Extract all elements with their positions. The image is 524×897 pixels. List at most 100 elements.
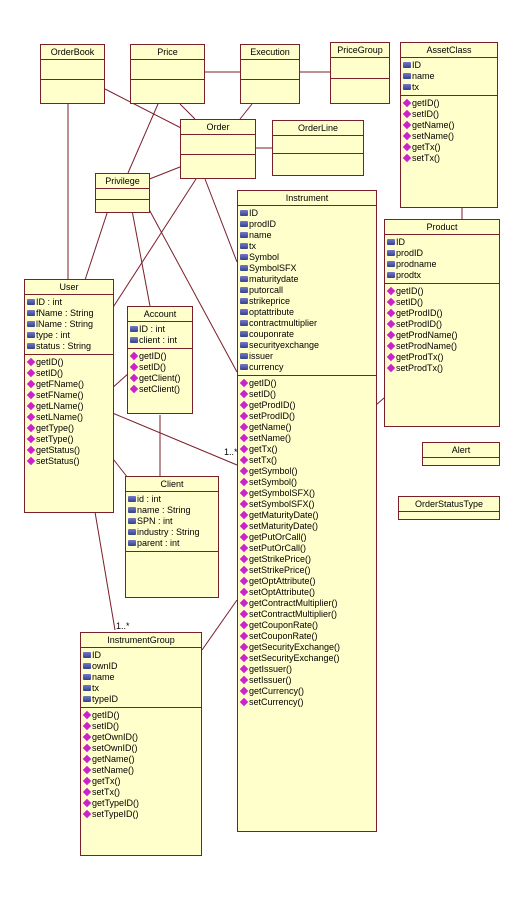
attribute-row: typeID bbox=[83, 694, 201, 705]
operation-row: setID() bbox=[402, 109, 497, 120]
attribute-text: prodID bbox=[249, 219, 277, 229]
attribute-icon bbox=[27, 320, 35, 327]
attribute-text: ID bbox=[412, 60, 421, 70]
assoc-privilege-instrument bbox=[137, 188, 238, 373]
operation-text: setTypeID() bbox=[92, 809, 139, 819]
class-name: Product bbox=[385, 220, 499, 235]
attribute-row: SPN : int bbox=[128, 516, 218, 527]
operation-text: setID() bbox=[396, 297, 423, 307]
operation-row: getProdID() bbox=[386, 308, 499, 319]
operation-row: getStrikePrice() bbox=[239, 554, 376, 565]
class-name: OrderLine bbox=[273, 121, 363, 136]
operation-text: setSymbol() bbox=[249, 477, 298, 487]
class-pricegroup[interactable]: PriceGroup bbox=[330, 42, 390, 104]
operation-row: setID() bbox=[386, 297, 499, 308]
attribute-text: putorcall bbox=[249, 285, 284, 295]
assoc-instrumentgroup-instrument bbox=[201, 599, 238, 651]
operation-row: setName() bbox=[82, 765, 201, 776]
assoc-order-privilege bbox=[146, 164, 186, 181]
attribute-row: parent : int bbox=[128, 538, 218, 549]
class-privilege[interactable]: Privilege bbox=[95, 173, 150, 213]
class-name: AssetClass bbox=[401, 43, 497, 58]
attribute-row: status : String bbox=[27, 341, 113, 352]
operation-icon bbox=[239, 499, 249, 508]
operation-text: getCouponRate() bbox=[249, 620, 319, 630]
class-execution[interactable]: Execution bbox=[240, 44, 300, 104]
operation-row: setName() bbox=[402, 131, 497, 142]
attribute-icon bbox=[128, 528, 136, 535]
attribute-text: id : int bbox=[137, 494, 162, 504]
operation-text: setName() bbox=[92, 765, 135, 775]
class-orderline[interactable]: OrderLine bbox=[272, 120, 364, 176]
operation-icon bbox=[82, 710, 92, 719]
operation-section: getID()setID()getOwnID()setOwnID()getNam… bbox=[81, 708, 201, 822]
attribute-icon bbox=[240, 242, 248, 249]
operation-icon bbox=[26, 412, 36, 421]
class-orderbook[interactable]: OrderBook bbox=[40, 44, 105, 104]
operation-row: setID() bbox=[239, 389, 376, 400]
operation-row: getID() bbox=[129, 351, 192, 362]
operation-text: setStatus() bbox=[36, 456, 80, 466]
operation-row: setTx() bbox=[82, 787, 201, 798]
operation-row: setContractMultiplier() bbox=[239, 609, 376, 620]
attribute-row: optattribute bbox=[240, 307, 376, 318]
operation-row: setCouponRate() bbox=[239, 631, 376, 642]
operation-icon bbox=[82, 787, 92, 796]
attribute-row: client : int bbox=[130, 335, 192, 346]
attribute-icon bbox=[83, 673, 91, 680]
attribute-icon bbox=[387, 271, 395, 278]
operation-row: getLName() bbox=[26, 401, 113, 412]
operation-icon bbox=[82, 809, 92, 818]
operation-icon bbox=[239, 378, 249, 387]
operation-text: getFName() bbox=[36, 379, 85, 389]
operation-section bbox=[181, 155, 255, 159]
operation-text: setProdID() bbox=[396, 319, 443, 329]
operation-text: setID() bbox=[92, 721, 119, 731]
operation-text: getTx() bbox=[92, 776, 121, 786]
operation-text: getIssuer() bbox=[249, 664, 293, 674]
operation-row: setTx() bbox=[239, 455, 376, 466]
operation-icon bbox=[239, 697, 249, 706]
attribute-text: name : String bbox=[137, 505, 191, 515]
class-alert[interactable]: Alert bbox=[422, 442, 500, 466]
operation-section bbox=[96, 200, 149, 204]
attribute-icon bbox=[240, 209, 248, 216]
operation-text: setIssuer() bbox=[249, 675, 292, 685]
attribute-row: strikeprice bbox=[240, 296, 376, 307]
operation-icon bbox=[82, 721, 92, 730]
operation-section: getID()setID()getProdID()setProdID()getP… bbox=[385, 284, 499, 376]
operation-row: setProdID() bbox=[386, 319, 499, 330]
operation-row: getID() bbox=[386, 286, 499, 297]
attribute-row: ownID bbox=[83, 661, 201, 672]
attribute-icon bbox=[240, 253, 248, 260]
operation-icon bbox=[239, 455, 249, 464]
operation-row: setCurrency() bbox=[239, 697, 376, 708]
operation-text: setProdName() bbox=[396, 341, 458, 351]
attribute-text: typeID bbox=[92, 694, 119, 704]
operation-icon bbox=[386, 330, 396, 339]
attribute-icon bbox=[240, 308, 248, 315]
attribute-icon bbox=[403, 83, 411, 90]
operation-text: getTypeID() bbox=[92, 798, 140, 808]
attribute-icon bbox=[27, 342, 35, 349]
attribute-text: tx bbox=[92, 683, 100, 693]
operation-row: getClient() bbox=[129, 373, 192, 384]
class-price[interactable]: Price bbox=[130, 44, 205, 104]
attribute-icon bbox=[83, 651, 91, 658]
class-order[interactable]: Order bbox=[180, 119, 256, 179]
operation-text: setOptAttribute() bbox=[249, 587, 316, 597]
operation-icon bbox=[239, 598, 249, 607]
assoc-user-instrumentgroup bbox=[94, 511, 116, 631]
operation-section: getID()setID()getClient()setClient() bbox=[128, 349, 192, 397]
operation-row: getStatus() bbox=[26, 445, 113, 456]
class-orderstatustype[interactable]: OrderStatusType bbox=[398, 496, 500, 520]
